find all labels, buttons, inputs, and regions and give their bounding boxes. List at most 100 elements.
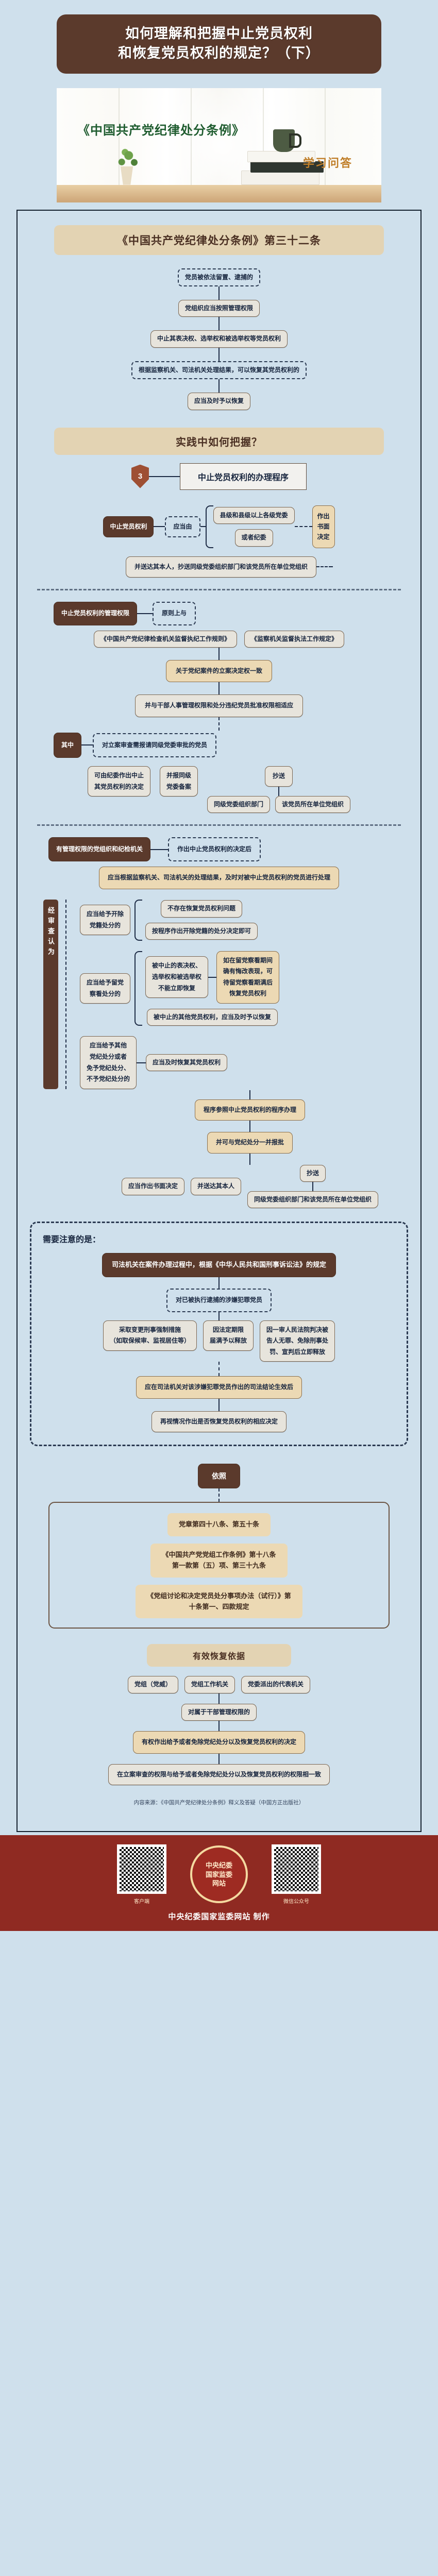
basis-item-1-line-1: 第一款第（五）项、第三十九条 (172, 1562, 266, 1570)
notice-branch-2-line-1: 告人无罪、免除刑事处 (266, 1337, 329, 1345)
notice-decision: 再视情况作出是否恢复党员权利的相应决定 (151, 1411, 287, 1433)
authority-result-0-line-0: 可由纪委作出中止 (94, 772, 144, 779)
basis-item-0: 党章第四十八条、第五十条 (167, 1513, 271, 1537)
rights-node-2: 党委派出的代表机关 (241, 1676, 311, 1693)
notice-branch-1-line-0: 因法定期限 (212, 1326, 244, 1333)
shield-number: 3 (138, 472, 143, 481)
basis-item-2: 《党组讨论和决定党员处分事项办法（试行）》第 十条第一、四款规定 (136, 1584, 302, 1619)
qr-block-right[interactable]: 微信公众号 (272, 1844, 321, 1905)
restore-case-0-out-0: 不存在恢复党员权利问题 (161, 900, 243, 918)
divider-2 (37, 824, 401, 826)
authority-ref-1: 《监察机关监督执法工作规定》 (244, 630, 345, 648)
restore-case-1-note-line-2: 待留党察看期满后 (223, 978, 273, 986)
hero-subtitle: 学习问答 (302, 156, 352, 170)
emblem-line-1: 国家监委 (205, 1870, 232, 1878)
restore-case-1-out-1: 被中止的其他党员权利，应当及时予以恢复 (147, 1009, 278, 1026)
authority-flow: 中止党员权利的管理权限 原则上与 《中国共产党纪律检查机关监督执纪工作规则》 《… (25, 602, 413, 813)
article-band: 《中国共产党纪律处分条例》第三十二条 (54, 225, 384, 255)
procedure-branch-b: 或者纪委 (234, 529, 273, 547)
book-middle (250, 161, 324, 173)
qr-block-left[interactable]: 客户端 (117, 1844, 166, 1905)
plant-icon (113, 146, 141, 168)
basis-item-2-line-0: 《党组讨论和决定党员处分事项办法（试行）》第 (147, 1591, 291, 1600)
restore-final-1: 并送达其本人 (190, 1178, 241, 1195)
restore-final-2: 抄送 (300, 1164, 326, 1182)
qr-caption-left: 客户端 (134, 1899, 149, 1905)
authority-result-1-line-0: 并报同级 (166, 772, 191, 779)
header: 如何理解和把握中止党员权利 和恢复党员权利的规定？（下） (0, 0, 438, 83)
authority-among-case: 对立案审查需报请同级党委审批的党员 (93, 733, 217, 758)
rights-band: 有效恢复依据 (147, 1644, 291, 1667)
qr-caption-right: 微信公众号 (283, 1899, 309, 1905)
emblem-line-0: 中央纪委 (205, 1861, 232, 1870)
restore-case-1-note-line-0: 如在留党察看期间 (223, 956, 273, 964)
title-line-2: 和恢复党员权利的规定？（下） (118, 45, 320, 61)
rights-node-0: 党组（党威） (127, 1676, 178, 1693)
restore-case-1-line-1: 察看处分的 (90, 990, 121, 997)
restore-case-2-line-2: 免予党纪处分、 (87, 1064, 130, 1072)
article-step-2: 中止其表决权、选举权和被选举权等党员权利 (150, 330, 288, 348)
article-step-4: 应当及时予以恢复 (187, 393, 250, 410)
restore-case-2-line-0: 应当给予其他 (90, 1042, 127, 1049)
restore-case-0-line-0: 应当给予开除 (87, 910, 124, 918)
footer-brand: 中央纪委国家监委网站 制作 (168, 1912, 270, 1921)
notice-branch-0-line-1: （如取保候审、监视居住等） (109, 1337, 190, 1345)
shield-icon: 3 (131, 464, 149, 488)
notice-effect: 应在司法机关对该涉嫌犯罪党员作出的司法结论生效后 (136, 1376, 302, 1399)
rights-node-1: 党组工作机关 (184, 1676, 235, 1693)
procedure-delivery: 并送达其本人，抄送同级党委组织部门和该党员所在单位党组织 (125, 556, 316, 578)
divider-1 (37, 589, 401, 591)
footer-brand-bar: 中央纪委国家监委网站 制作 (0, 1909, 438, 1931)
article-flow: 党员被依法留置、逮捕的 党组织应当按照管理权限 中止其表决权、选举权和被选举权等… (25, 268, 413, 410)
flowerpot-icon (120, 166, 133, 185)
basis-item-1-line-0: 《中国共产党党组工作条例》第十八条 (162, 1551, 276, 1559)
qr-code-client-icon[interactable] (117, 1844, 166, 1894)
restore-flow: 有管理权限的党组织和纪检机关 作出中止党员权利的决定后 应当根据监察机关、司法机… (25, 837, 413, 1209)
authority-among: 其中 (54, 732, 82, 758)
notice-branch-2-line-0: 因一审人民法院判决被 (266, 1326, 329, 1333)
hero-image: 《中国共产党纪律处分条例》 学习问答 (57, 88, 381, 202)
notice-target: 对已被执行逮捕的涉嫌犯罪党员 (166, 1289, 272, 1312)
restore-anchor: 有管理权限的党组织和纪检机关 (48, 837, 151, 862)
procedure-connector: 应当由 (165, 516, 200, 537)
basis-item-2-line-1: 十条第一、四款规定 (189, 1602, 249, 1611)
basis-frame: 党章第四十八条、第五十条 《中国共产党党组工作条例》第十八条 第一款第（五）项、… (48, 1502, 390, 1629)
qr-code-wechat-icon[interactable] (272, 1844, 321, 1894)
procedure-branch-a: 县级和县级以上各级党委 (213, 506, 295, 524)
authority-cc-0: 同级党委组织部门 (207, 795, 271, 813)
restore-case-1-note-line-3: 恢复党员权利 (229, 990, 267, 997)
rights-flow: 党组（党威） 党组工作机关 党委派出的代表机关 对属于干部管理权限的 有权作出给… (25, 1676, 413, 1786)
procedure-heading: 3 中止党员权利的办理程序 (25, 463, 413, 493)
restore-together: 并可与党纪处分一并报批 (207, 1132, 293, 1154)
source-line-1: 内容来源：《中国共产党纪律处分条例》释义及答疑（中国方正出版社） (133, 1800, 305, 1806)
basis-anchor: 依照 (198, 1464, 240, 1489)
basis-item-1: 《中国共产党党组工作条例》第十八条 第一款第（五）项、第三十九条 (150, 1544, 288, 1578)
restore-case-1-out-0-line-0: 被中止的表决权、 (152, 962, 202, 970)
restore-case-2-out-0: 应当及时恢复其党员权利 (146, 1054, 228, 1072)
authority-connector: 原则上与 (153, 602, 196, 625)
notice-title: 需要注意的是： (43, 1235, 101, 1245)
hero-book-title: 《中国共产党纪律处分条例》 (77, 124, 245, 138)
emblem-line-2: 网站 (212, 1879, 226, 1888)
footer: 客户端 中央纪委 国家监委 网站 微信公众号 (0, 1835, 438, 1910)
rights-mid: 对属于干部管理权限的 (181, 1703, 257, 1721)
infographic-page: 如何理解和把握中止党员权利 和恢复党员权利的规定？（下） 《中国共产党纪律处分条… (0, 0, 438, 1931)
content-panel: 《中国共产党纪律处分条例》第三十二条 党员被依法留置、逮捕的 党组织应当按照管理… (16, 209, 422, 1832)
notice-branch-1-line-1: 届满予以释放 (209, 1337, 247, 1345)
restore-connector: 作出中止党员权利的决定后 (168, 837, 261, 862)
emblem-logo: 中央纪委 国家监委 网站 (190, 1845, 248, 1904)
book-bottom (241, 170, 319, 185)
restore-duty: 应当根据监察机关、司法机关的处理结果，及时对被中止党员权利的党员进行处理 (98, 867, 339, 889)
restore-case-2-line-1: 党纪处分或者 (90, 1053, 127, 1061)
desk (57, 184, 381, 202)
restore-final-cc: 同级党委组织部门和该党员所在单位党组织 (247, 1191, 379, 1209)
restore-case-1-line-0: 应当给予留党 (87, 978, 124, 986)
restore-procedure: 程序参照中止党员权利的程序办理 (194, 1099, 305, 1121)
source-note: 内容来源：《中国共产党纪律处分条例》释义及答疑（中国方正出版社） (25, 1799, 413, 1808)
restore-case-1-note-line-1: 确有悔改表现，可 (223, 968, 273, 975)
restore-vertical-label: 经审查认为 (43, 899, 58, 1089)
title-line-1: 如何理解和把握中止党员权利 (125, 26, 313, 41)
authority-anchor: 中止党员权利的管理权限 (54, 602, 138, 625)
title-card: 如何理解和把握中止党员权利 和恢复党员权利的规定？（下） (57, 14, 381, 74)
rights-main: 有权作出给予或者免除党纪处分以及恢复党员权利的决定 (132, 1731, 305, 1754)
